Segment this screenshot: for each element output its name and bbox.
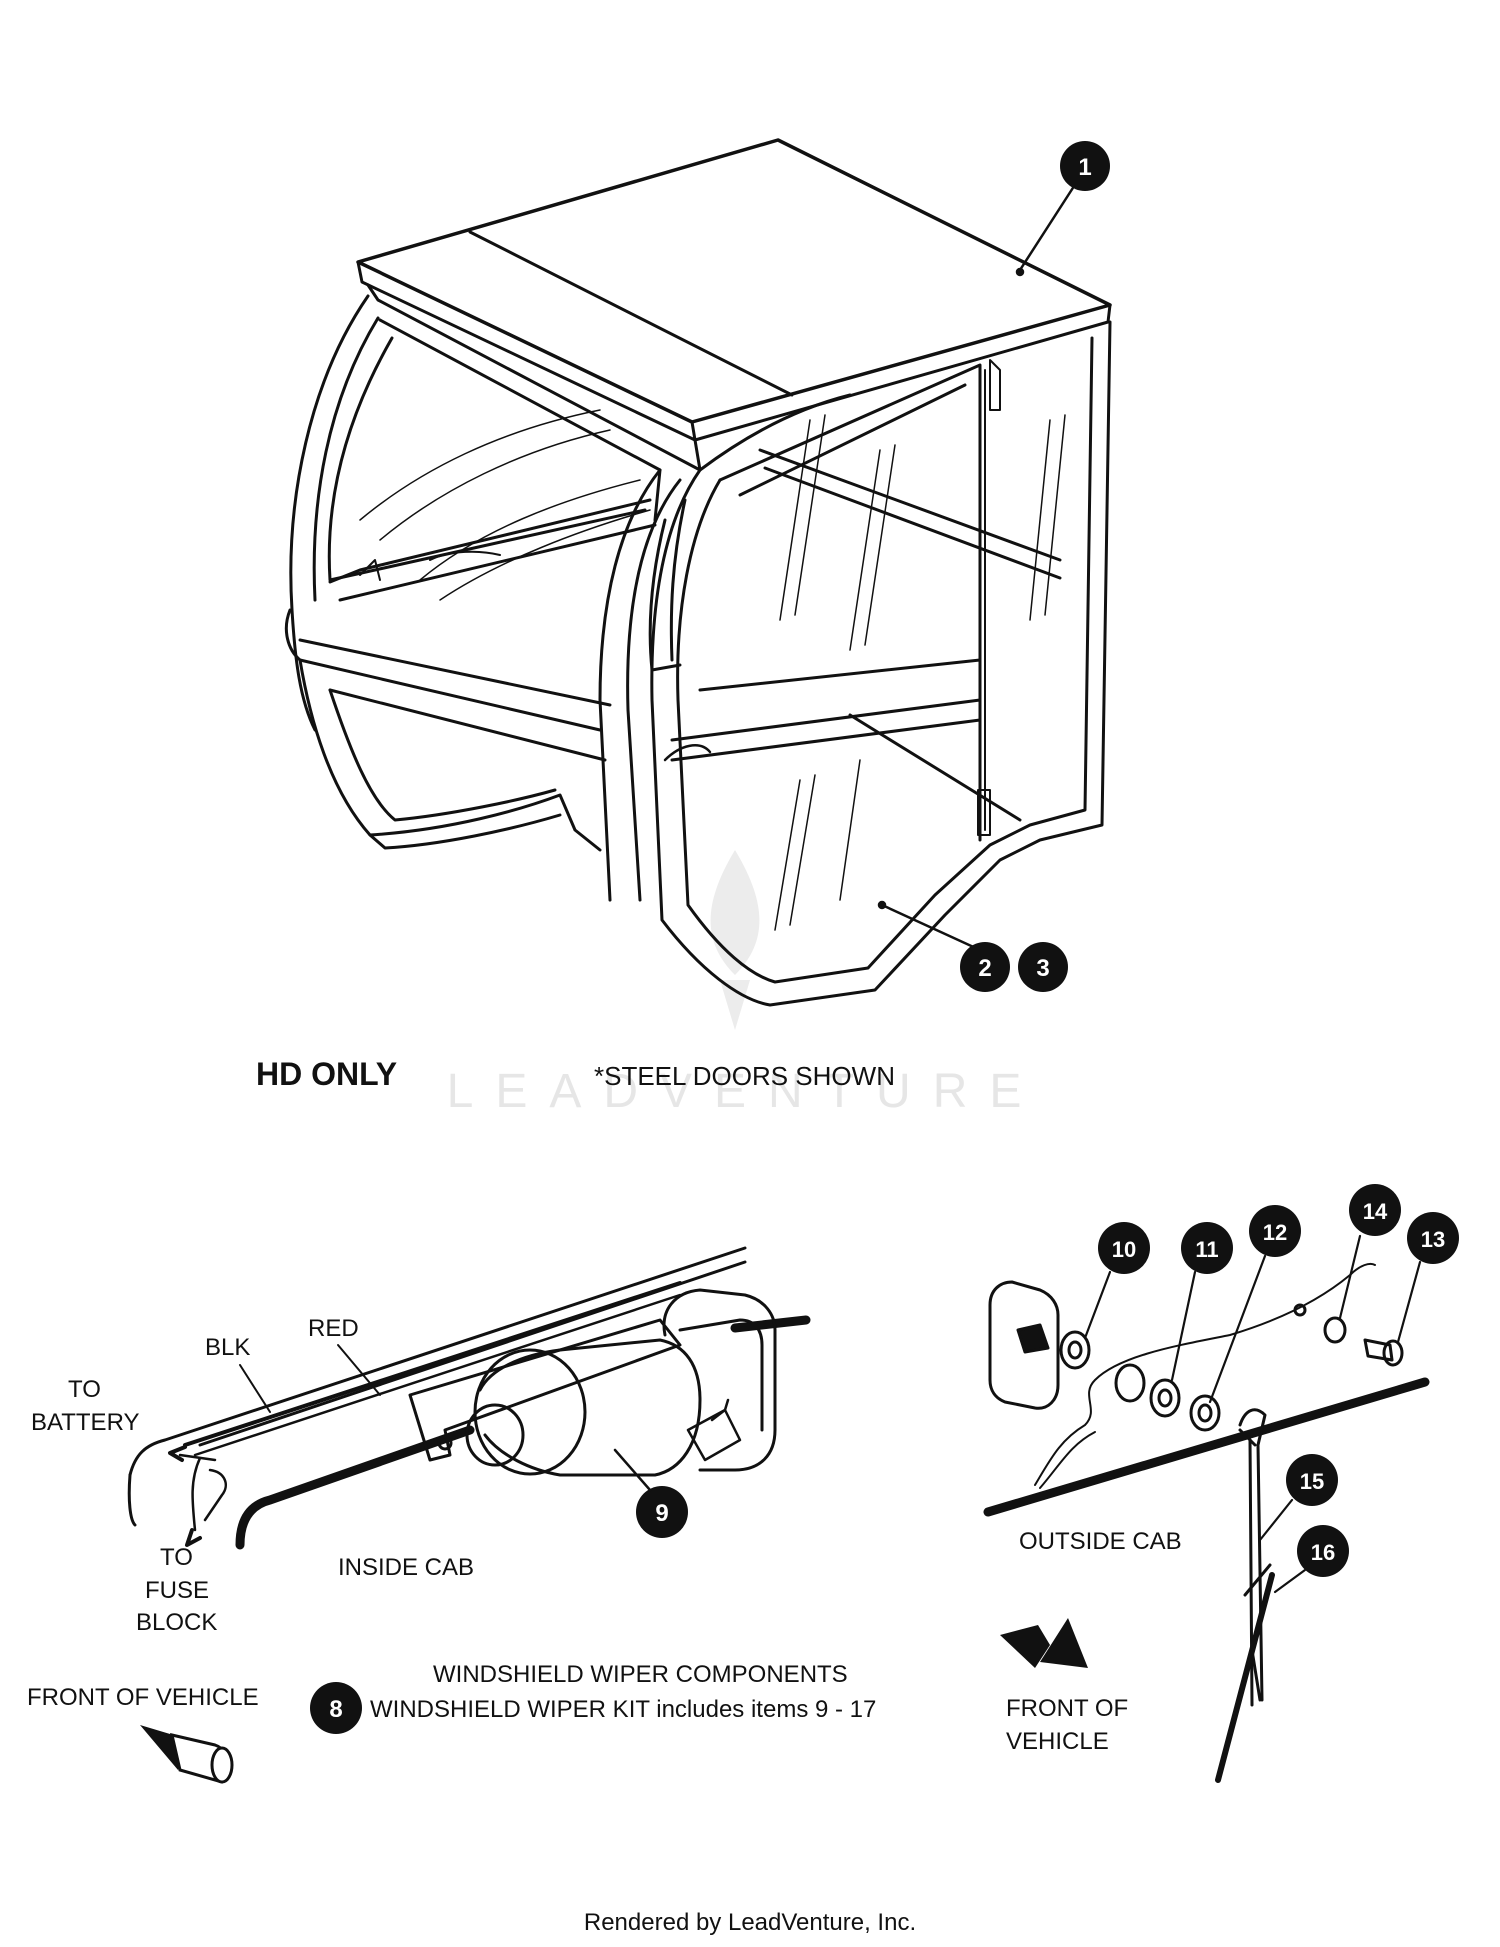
svg-text:14: 14 [1363,1199,1388,1224]
svg-text:11: 11 [1195,1237,1218,1262]
svg-text:16: 16 [1311,1540,1335,1565]
svg-text:13: 13 [1421,1227,1445,1252]
wiper-kit-label: WINDSHIELD WIPER KIT includes items 9 - … [370,1696,876,1723]
svg-text:8: 8 [329,1696,342,1723]
to-battery-label-2: BATTERY [31,1409,139,1436]
front-of-vehicle-right-1: FRONT OF [1006,1695,1128,1722]
hd-only-label: HD ONLY [256,1056,397,1092]
cab-leaders [877,178,1080,952]
callout-15[interactable]: 15 [1286,1454,1338,1506]
footer-credit: Rendered by LeadVenture, Inc. [584,1909,916,1936]
cab-roof [356,138,1112,424]
callout-2[interactable]: 2 [960,942,1010,992]
steel-doors-note: *STEEL DOORS SHOWN [594,1061,895,1091]
red-wire-label: RED [308,1315,359,1342]
right-leaders [1083,1234,1422,1594]
to-fuse-label-3: BLOCK [136,1609,217,1636]
cab-assembly [284,138,1112,1007]
front-of-vehicle-right-2: VEHICLE [1006,1728,1109,1755]
callout-1[interactable]: 1 [1060,141,1110,191]
outside-cab-label: OUTSIDE CAB [1019,1528,1182,1555]
leader-9 [613,1448,652,1492]
front-direction-arrow-icon-right [1000,1618,1088,1668]
svg-text:15: 15 [1300,1469,1324,1494]
red-leader [337,1344,381,1396]
callouts: 1 2 3 8 9 10 11 12 [310,141,1459,1734]
svg-text:2: 2 [978,955,991,982]
callout-14[interactable]: 14 [1349,1184,1401,1236]
callout-13[interactable]: 13 [1407,1212,1459,1264]
to-fuse-label-2: FUSE [145,1577,209,1604]
front-direction-arrow-icon [140,1725,234,1784]
callout-11[interactable]: 11 [1181,1222,1233,1274]
to-battery-label-1: TO [68,1376,101,1403]
wiper-motor-assembly [127,1246,811,1550]
to-fuse-label-1: TO [160,1544,193,1571]
callout-8[interactable]: 8 [310,1682,362,1734]
svg-text:10: 10 [1112,1237,1136,1262]
callout-10[interactable]: 10 [1098,1222,1150,1274]
cab-door-frame [650,320,1112,1007]
callout-16[interactable]: 16 [1297,1525,1349,1577]
callout-12[interactable]: 12 [1249,1205,1301,1257]
svg-text:3: 3 [1036,955,1049,982]
blk-leader [239,1364,271,1413]
watermark: LEADVENTURE [447,850,1044,1118]
watermark-text: LEADVENTURE [447,1065,1044,1118]
callout-9[interactable]: 9 [636,1486,688,1538]
blk-wire-label: BLK [205,1334,250,1361]
wiper-components-title: WINDSHIELD WIPER COMPONENTS [433,1661,848,1688]
callout-3[interactable]: 3 [1018,942,1068,992]
svg-text:9: 9 [655,1500,668,1527]
front-of-vehicle-left: FRONT OF VEHICLE [27,1684,259,1711]
svg-text:1: 1 [1078,154,1091,181]
svg-text:12: 12 [1263,1220,1287,1245]
inside-cab-label: INSIDE CAB [338,1554,474,1581]
cab-left-frame [289,294,370,732]
